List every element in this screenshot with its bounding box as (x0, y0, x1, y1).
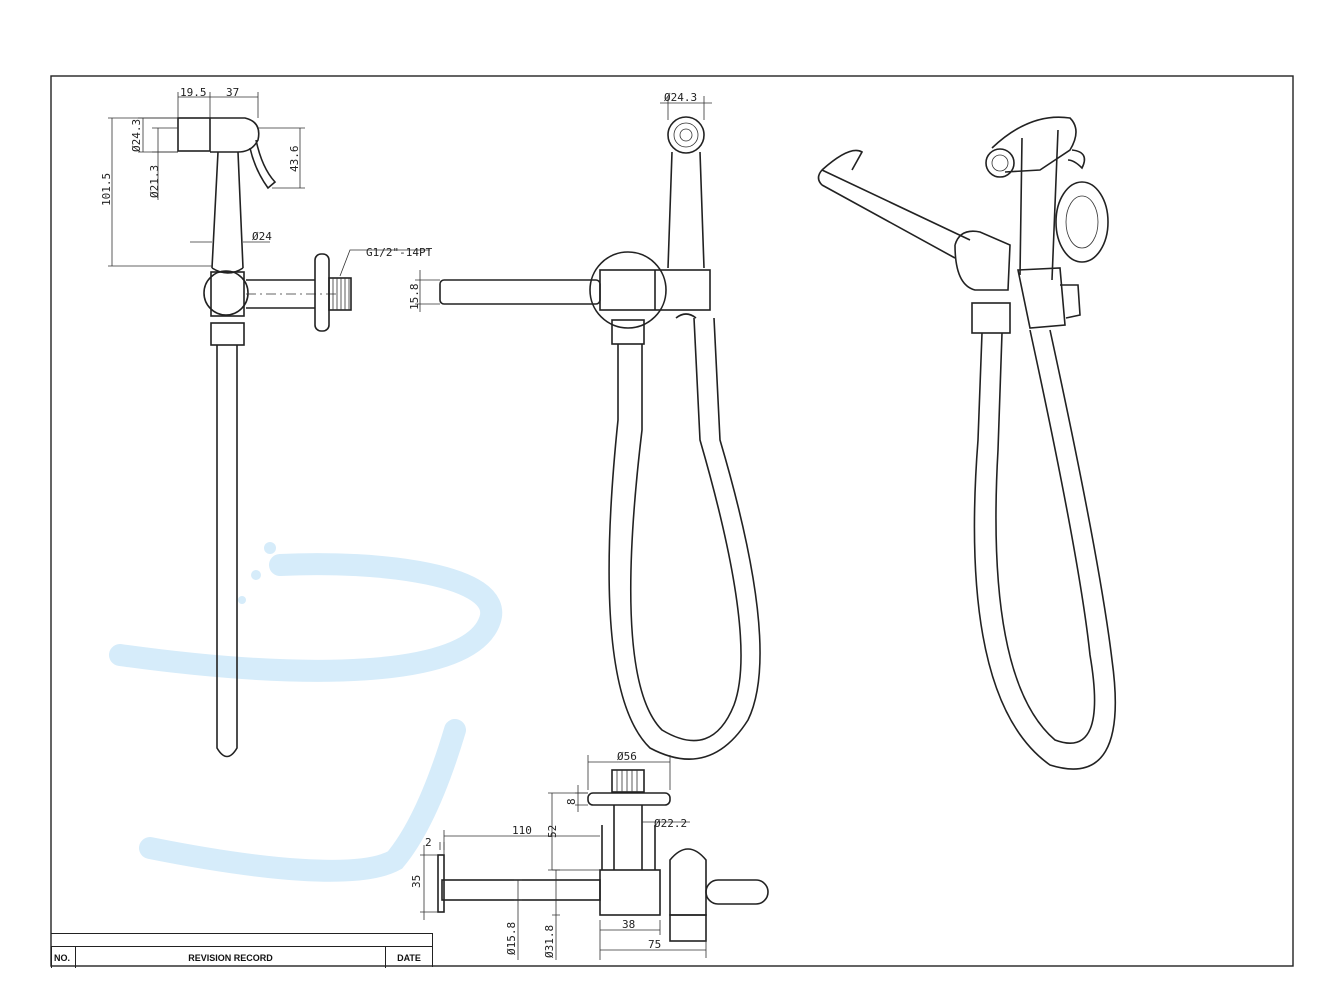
dim-8: 8 (565, 798, 578, 805)
dim-thread: G1/2"-14PT (366, 246, 433, 259)
dim-35: 35 (410, 875, 423, 888)
dim-43-6: 43.6 (288, 146, 301, 173)
dim-dia-15-8: Ø15.8 (505, 922, 518, 955)
dim-19-5: 19.5 (180, 86, 207, 99)
dim-dia-56: Ø56 (617, 750, 637, 763)
detail-view: Ø56 8 110 52 Ø22.2 2 35 Ø15.8 Ø31.8 38 7… (410, 750, 769, 960)
dim-dia-24-3-front: Ø24.3 (664, 91, 697, 104)
revision-table: NO. REVISION RECORD DATE (51, 933, 433, 968)
isometric-view (817, 116, 1117, 770)
dim-dia-22-2: Ø22.2 (654, 817, 687, 830)
front-view: Ø24.3 15.8 (408, 91, 761, 760)
dim-15-8-front: 15.8 (408, 284, 421, 311)
dim-37: 37 (226, 86, 239, 99)
watermark-logo (109, 542, 503, 882)
dim-52: 52 (546, 825, 559, 838)
revision-date-header: DATE (385, 946, 432, 968)
side-view: 19.5 37 Ø24.3 Ø21.3 43.6 101.5 Ø24 G1/2"… (100, 86, 433, 758)
dim-dia-24: Ø24 (252, 230, 272, 243)
dim-110: 110 (512, 824, 532, 837)
revision-no-header: NO. (51, 946, 75, 968)
dim-75: 75 (648, 938, 661, 951)
dim-dia-31-8: Ø31.8 (543, 925, 556, 958)
revision-record-header: REVISION RECORD (75, 946, 385, 968)
dim-dia-21-3: Ø21.3 (148, 165, 161, 198)
dim-2: 2 (425, 836, 432, 849)
dim-101-5: 101.5 (100, 173, 113, 206)
dim-38: 38 (622, 918, 635, 931)
drawing-border (50, 75, 1294, 967)
dim-dia-24-3-side: Ø24.3 (130, 119, 143, 152)
